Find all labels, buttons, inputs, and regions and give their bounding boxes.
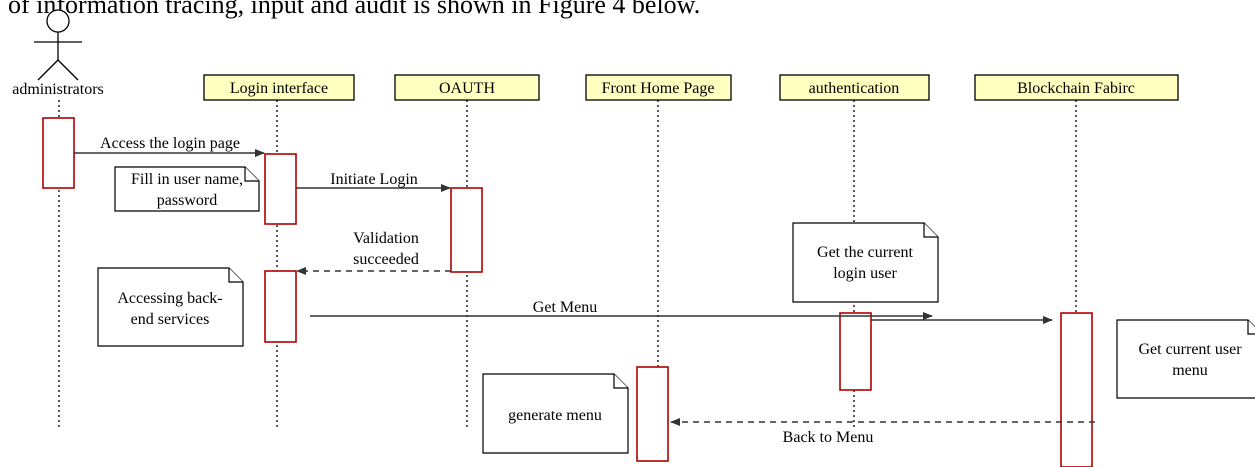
message-access-login-page: Access the login page [74, 135, 265, 157]
message-initiate-login: Initiate Login [296, 171, 451, 192]
note-text: password [157, 192, 217, 209]
participant-authentication: authentication [779, 74, 930, 101]
note-text: Accessing back- [117, 290, 222, 307]
message-label: Get Menu [533, 299, 597, 316]
participant-label: Blockchain Fabirc [1017, 80, 1135, 97]
participant-oauth: OAUTH [394, 74, 540, 101]
activation-administrators [42, 117, 75, 189]
note-fill-in-credentials: Fill in user name, password [114, 166, 260, 212]
note-text: Get the current [817, 244, 914, 261]
message-get-menu: Get Menu [310, 299, 1053, 324]
activation-login-2 [264, 270, 297, 343]
note-text: Fill in user name, [131, 171, 243, 188]
participant-login-interface: Login interface [203, 74, 355, 101]
message-label: Initiate Login [330, 171, 418, 188]
note-text: generate menu [508, 407, 602, 424]
participant-label: Login interface [230, 80, 328, 97]
message-label: Validation [353, 230, 419, 247]
activation-authentication [839, 312, 872, 391]
activation-front-home-page [636, 366, 669, 462]
actor-stick-figure-icon [34, 9, 82, 81]
message-label: succeeded [353, 251, 419, 268]
message-label: Back to Menu [783, 429, 874, 446]
note-accessing-backend: Accessing back- end services [97, 267, 244, 347]
participant-label: OAUTH [439, 80, 495, 97]
participant-label: Front Home Page [602, 80, 715, 97]
message-label: Access the login page [100, 135, 240, 152]
actor-label: administrators [12, 81, 104, 98]
message-validation-succeeded: Validation succeeded [296, 230, 451, 275]
activation-oauth [450, 187, 483, 273]
note-get-current-login-user: Get the current login user [792, 222, 939, 303]
note-text: Get current user [1138, 341, 1242, 358]
note-text: end services [131, 311, 210, 328]
note-text: login user [833, 265, 897, 282]
participant-front-home-page: Front Home Page [585, 74, 732, 101]
activation-login-1 [264, 153, 297, 225]
note-text: menu [1172, 362, 1208, 379]
activation-blockchain [1060, 312, 1093, 467]
figure-caption: of information tracing, input and audit … [8, 0, 700, 19]
message-back-to-menu: Back to Menu [670, 418, 1095, 446]
note-generate-menu: generate menu [482, 373, 629, 454]
note-get-current-user-menu: Get current user menu [1116, 319, 1255, 399]
participant-label: authentication [809, 80, 900, 97]
participant-blockchain-fabric: Blockchain Fabirc [974, 74, 1179, 101]
